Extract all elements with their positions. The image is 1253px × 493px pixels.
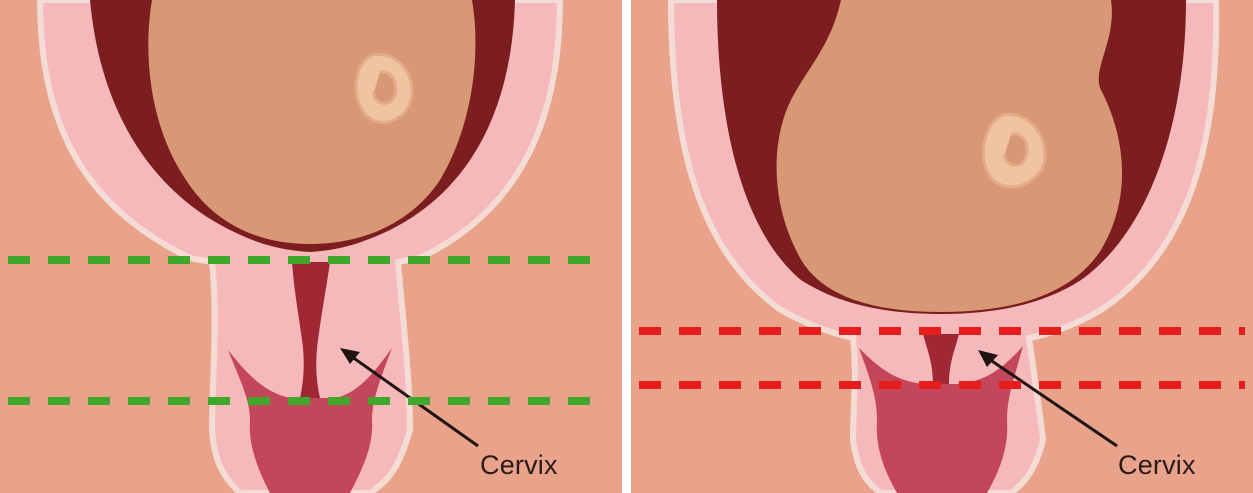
normal-cervix-illustration <box>0 0 622 493</box>
cervix-label: Cervix <box>480 450 558 481</box>
cervix-label: Cervix <box>1118 450 1196 481</box>
fetal-body <box>777 0 1122 312</box>
panel-normal-cervix: Cervix <box>0 0 622 493</box>
short-cervix-illustration <box>631 0 1253 493</box>
panel-short-cervix: Cervix <box>631 0 1253 493</box>
